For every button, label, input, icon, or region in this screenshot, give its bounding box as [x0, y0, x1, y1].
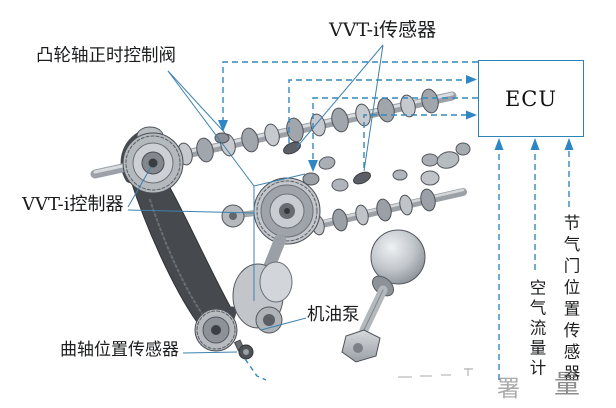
- label-throttle-position-sensor: 节气门位置传感器: [561, 214, 580, 386]
- arrow-up-input-3: [564, 138, 574, 150]
- dashed-signal-lines: [222, 61, 570, 381]
- line-crank-sensor-signal: [244, 358, 267, 381]
- camshaft-drive-pulley: [221, 177, 321, 245]
- label-crank-position-sensor: 曲轴位置传感器: [60, 340, 179, 360]
- ecu-label: ECU: [504, 86, 558, 111]
- oil-pump-body: [232, 234, 293, 334]
- line-intake-sensor-to-ecu: [363, 114, 466, 168]
- camshaft-intake: [296, 188, 467, 236]
- arrow-into-ecu-1: [466, 75, 477, 84]
- leader-vvt-controller-1: [127, 166, 152, 208]
- piston-assembly: [341, 229, 426, 363]
- watermark-strokes: [398, 368, 473, 378]
- label-vvt-i-sensor: VVT-i传感器: [329, 19, 437, 41]
- leader-crank-sensor: [182, 351, 238, 354]
- vvt-sensor-intake-part: [353, 171, 371, 185]
- label-cam-timing-control-valve: 凸轮轴正时控制阀: [36, 46, 176, 66]
- vvt-controller-sprocket: [122, 132, 184, 194]
- crank-sensor-part: [233, 339, 254, 360]
- vvt-sensor-exhaust-part: [283, 141, 301, 155]
- engine-illustration: [90, 88, 471, 363]
- arrow-down-intake-valve: [308, 160, 318, 172]
- arrowheads: [218, 75, 574, 172]
- line-exhaust-sensor-to-ecu: [288, 79, 466, 143]
- leader-vvt-sensor-1: [296, 44, 384, 148]
- watermark-glyph-b: 量: [554, 370, 581, 400]
- label-vvt-i-controller: VVT-i控制器: [22, 194, 124, 215]
- watermark-glyph-a: 署: [497, 376, 520, 402]
- label-oil-pump: 机油泵: [307, 305, 360, 325]
- leader-vvt-controller-2: [127, 209, 255, 214]
- arrow-down-exhaust-valve: [218, 120, 228, 132]
- leader-cam-valve-1: [167, 70, 226, 134]
- line-ecu-to-intake-valve: [312, 97, 478, 160]
- leader-oil-pump: [260, 317, 307, 331]
- line-ecu-to-exhaust-valve: [222, 61, 478, 120]
- crankshaft-sprocket: [194, 308, 238, 352]
- ecu-box: ECU: [478, 60, 584, 137]
- camshaft-exhaust: [90, 88, 457, 179]
- leader-lines: [127, 44, 384, 354]
- leader-vvt-sensor-2: [363, 44, 384, 172]
- arrow-up-input-1: [494, 138, 504, 150]
- label-air-flow-meter: 空气流量计: [527, 279, 546, 379]
- arrow-into-ecu-2: [466, 110, 477, 120]
- arrow-up-input-2: [530, 138, 540, 150]
- intake-control-valve-part: [302, 172, 320, 186]
